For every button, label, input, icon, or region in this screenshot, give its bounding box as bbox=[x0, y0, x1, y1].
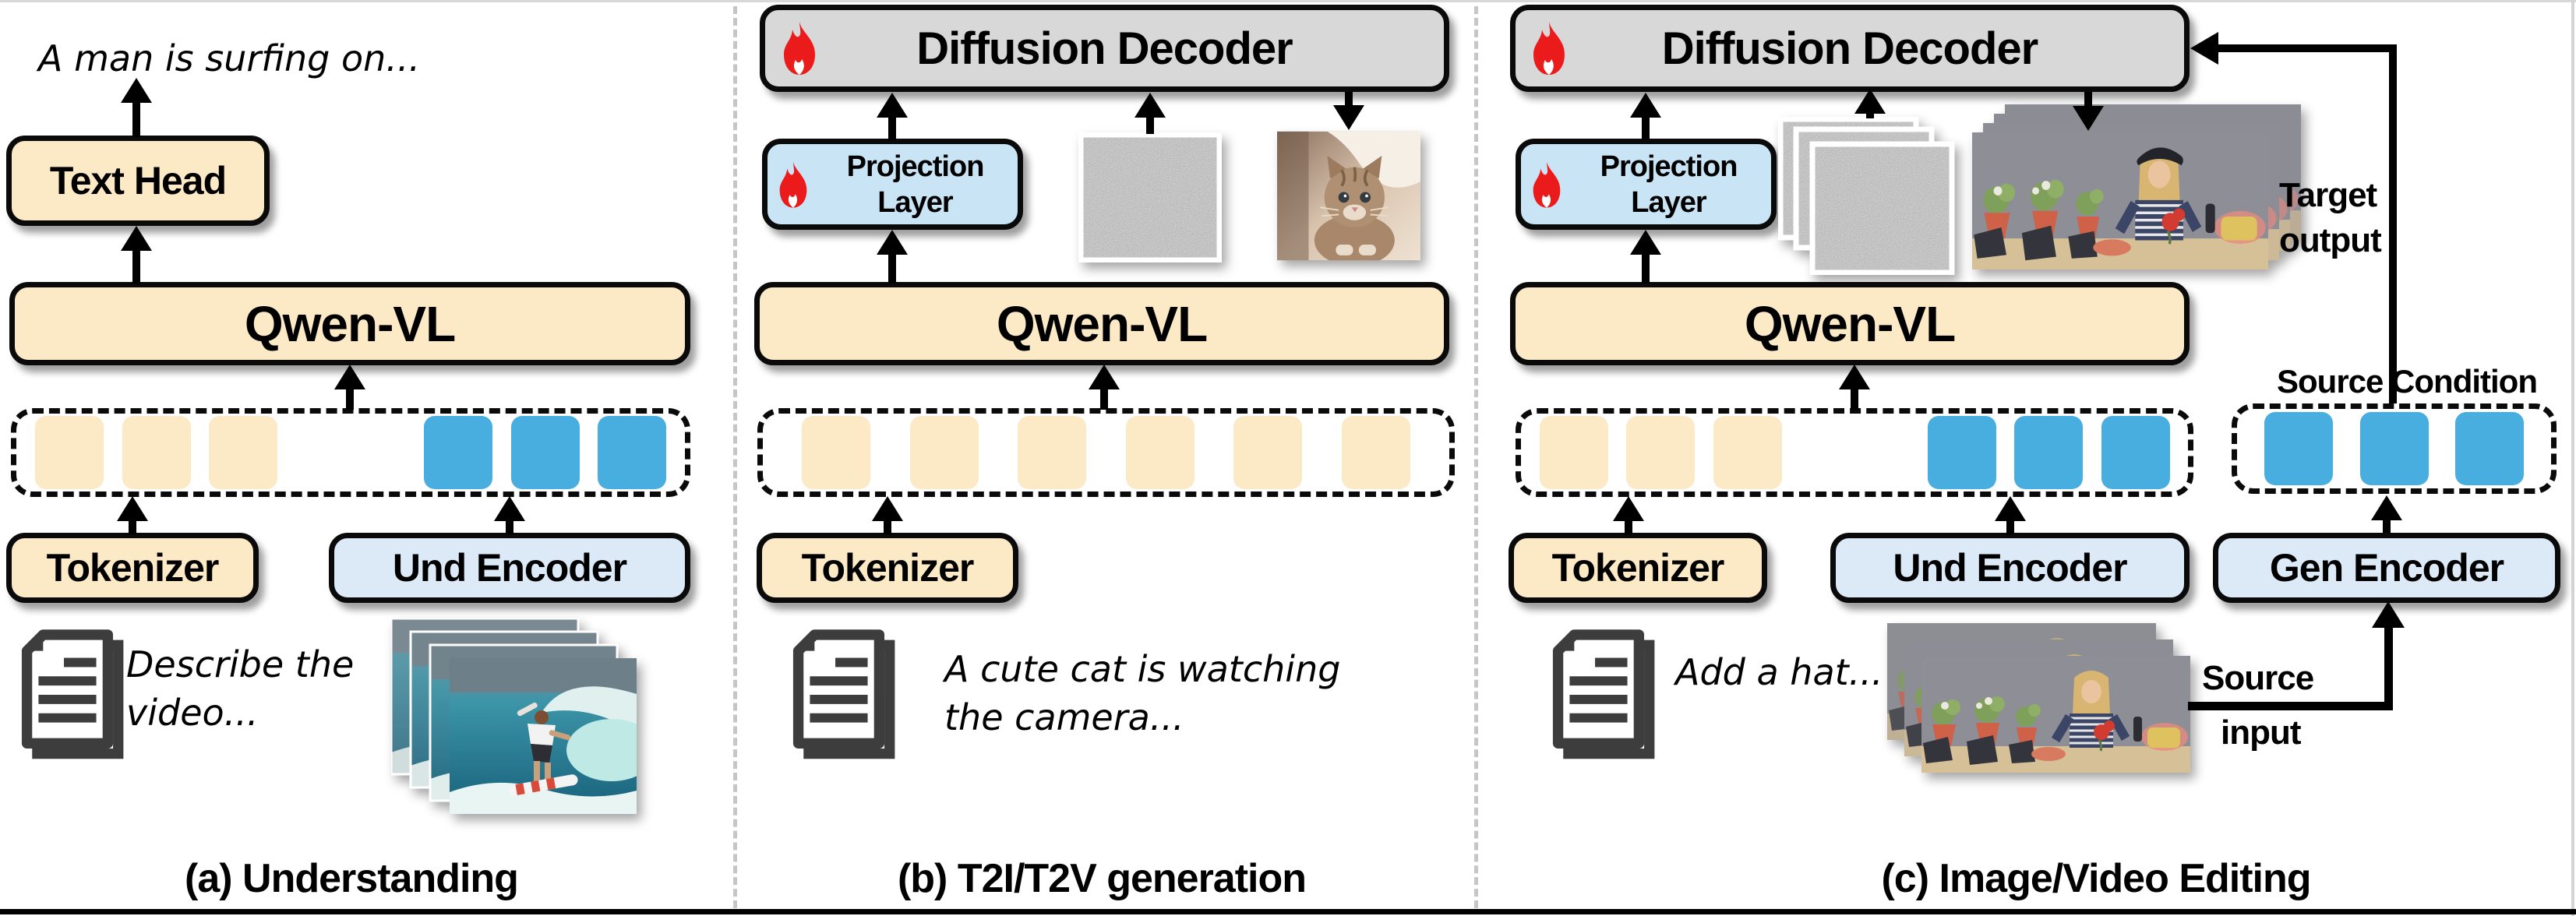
vision-token bbox=[598, 416, 667, 489]
und-encoder-box: Und Encoder bbox=[329, 533, 690, 603]
text-token bbox=[1018, 416, 1087, 489]
flow-arrow bbox=[1333, 92, 1364, 130]
flow-arrow bbox=[334, 365, 365, 410]
noise-latent-image bbox=[1078, 132, 1222, 262]
document-icon bbox=[779, 628, 896, 762]
text-token bbox=[1125, 416, 1194, 489]
text-token bbox=[1233, 416, 1303, 489]
caption-a: (a) Understanding bbox=[185, 856, 519, 901]
figure-right-border bbox=[2571, 0, 2574, 916]
vision-token bbox=[1927, 416, 1996, 489]
tokenizer-box: Tokenizer bbox=[757, 533, 1018, 603]
flow-arrow bbox=[121, 78, 152, 137]
qwen-vl-box: Qwen-VL bbox=[1510, 282, 2190, 365]
vision-token bbox=[2264, 412, 2333, 485]
vision-token bbox=[2359, 412, 2429, 485]
diffusion-decoder-box: Diffusion Decoder bbox=[1510, 5, 2190, 92]
tokenizer-box: Tokenizer bbox=[6, 533, 259, 603]
text-token bbox=[1713, 416, 1782, 489]
source-condition-label: Source Condition bbox=[2277, 363, 2538, 400]
text-token bbox=[1539, 416, 1608, 489]
source-condition-token-row bbox=[2232, 403, 2557, 494]
document-icon bbox=[1539, 628, 1656, 762]
text-token bbox=[1626, 416, 1695, 489]
noise-latent-stack bbox=[1778, 117, 1955, 275]
tokenizer-box: Tokenizer bbox=[1509, 533, 1767, 603]
flow-arrow bbox=[1630, 93, 1661, 140]
source-label-top: Source bbox=[2202, 659, 2314, 697]
output-text: A man is surfing on... bbox=[38, 37, 421, 79]
flow-arrow bbox=[1630, 230, 1661, 284]
source-input-frames bbox=[1887, 623, 2191, 773]
target-output-frames bbox=[1972, 104, 2301, 270]
flow-arrow bbox=[1613, 496, 1644, 534]
vision-token bbox=[2014, 416, 2083, 489]
token-row bbox=[1516, 408, 2193, 497]
qwen-vl-box: Qwen-VL bbox=[9, 282, 690, 365]
vision-token bbox=[2455, 412, 2525, 485]
source-to-genencoder-line bbox=[2384, 625, 2393, 710]
flame-icon bbox=[1526, 15, 1572, 83]
text-token bbox=[122, 416, 191, 489]
flow-arrow bbox=[2073, 92, 2104, 131]
text-token bbox=[209, 416, 278, 489]
flow-arrow bbox=[1134, 93, 1166, 134]
generated-cat-image bbox=[1277, 131, 1420, 261]
source-label-bottom: input bbox=[2221, 713, 2302, 752]
figure-top-border bbox=[0, 0, 2576, 2]
token-row bbox=[11, 408, 690, 497]
flow-arrow bbox=[121, 226, 152, 284]
panel-separator-bc bbox=[1474, 6, 1478, 908]
figure-bottom-rule bbox=[0, 909, 2576, 914]
condition-to-decoder-line bbox=[2389, 48, 2397, 403]
qwen-vl-box: Qwen-VL bbox=[754, 282, 1449, 365]
flow-arrow bbox=[1839, 365, 1870, 410]
token-row bbox=[757, 408, 1455, 497]
vision-token bbox=[423, 416, 492, 489]
flow-arrow bbox=[877, 230, 908, 284]
flow-arrow bbox=[1995, 496, 2026, 534]
diffusion-decoder-box: Diffusion Decoder bbox=[760, 5, 1449, 92]
und-encoder-box: Und Encoder bbox=[1830, 533, 2190, 603]
flame-icon bbox=[776, 15, 823, 83]
flame-icon bbox=[1526, 156, 1567, 215]
flow-arrow bbox=[1854, 89, 1886, 118]
flow-arrow bbox=[117, 496, 148, 534]
vision-token bbox=[2101, 416, 2170, 489]
flame-icon bbox=[773, 156, 813, 215]
text-token bbox=[909, 416, 979, 489]
flow-arrow bbox=[1089, 365, 1120, 410]
source-to-genencoder-line bbox=[2188, 702, 2393, 710]
caption-c: (c) Image/Video Editing bbox=[1881, 856, 2311, 901]
surfing-video-frames bbox=[391, 618, 637, 814]
text-token bbox=[1341, 416, 1410, 489]
text-token bbox=[34, 416, 104, 489]
condition-to-decoder-line bbox=[2218, 44, 2397, 52]
flow-arrow bbox=[2371, 495, 2402, 533]
flow-arrow bbox=[494, 496, 525, 534]
arrowhead-into-decoder bbox=[2190, 32, 2218, 65]
gen-encoder-box: Gen Encoder bbox=[2213, 533, 2560, 603]
document-icon bbox=[8, 628, 125, 762]
input-text: Add a hat... bbox=[1675, 651, 1883, 693]
vision-token bbox=[510, 416, 580, 489]
text-token bbox=[802, 416, 871, 489]
caption-b: (b) T2I/T2V generation bbox=[897, 856, 1307, 901]
flow-arrow bbox=[872, 496, 903, 534]
text-head-box: Text Head bbox=[6, 136, 270, 226]
arrowhead-into-gen-encoder bbox=[2372, 601, 2405, 628]
panel-separator-ab bbox=[733, 6, 737, 908]
flow-arrow bbox=[877, 93, 908, 140]
